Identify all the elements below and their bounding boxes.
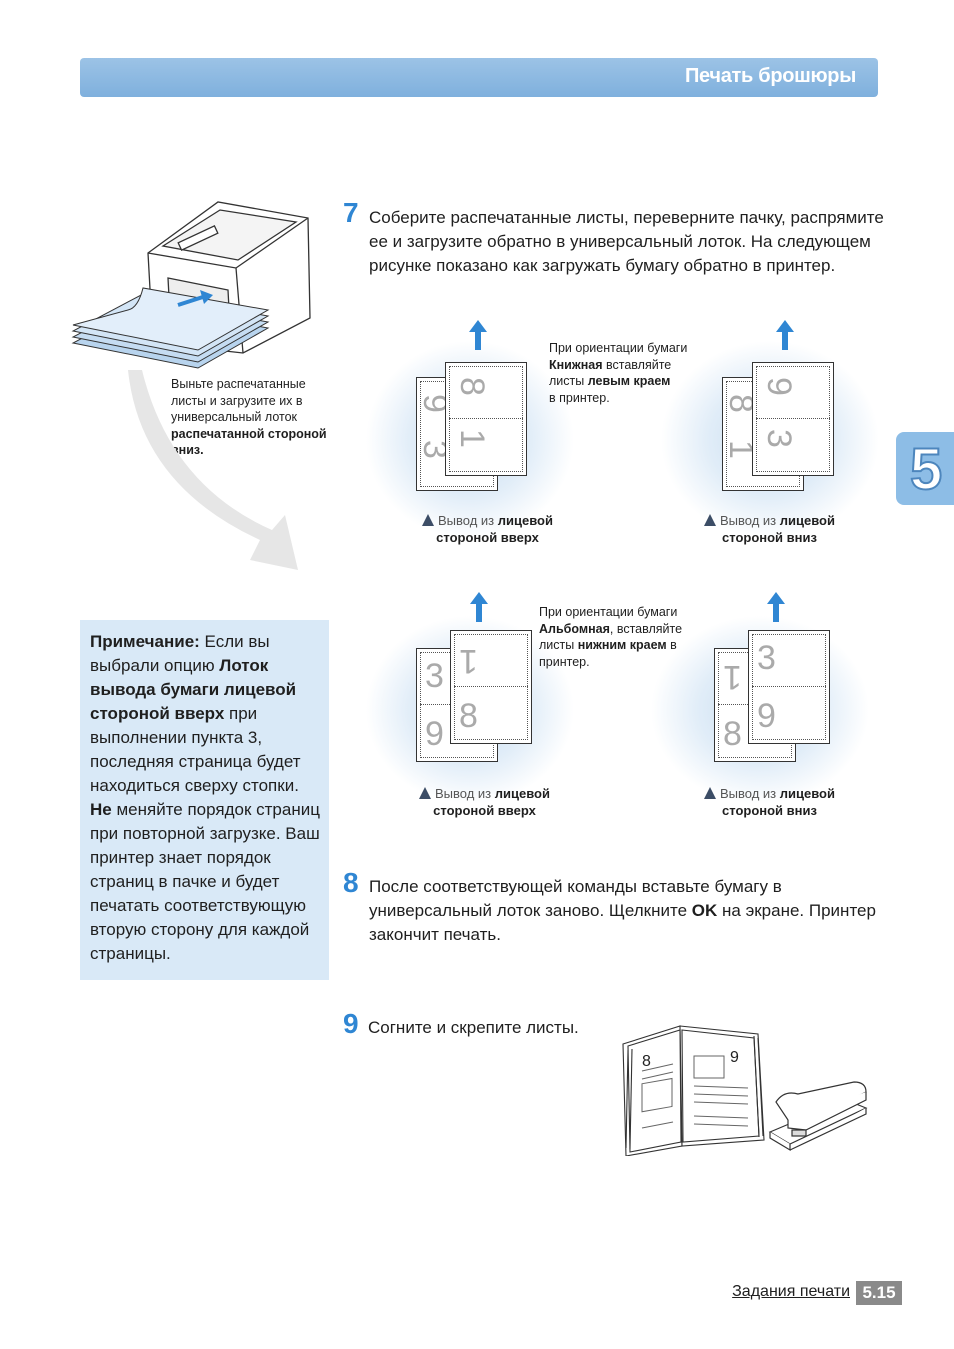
step-8-line: После соответствующей команды вставьте б… bbox=[369, 877, 782, 896]
caption-line: Выньте распечатанные bbox=[171, 377, 306, 391]
arrow-up-icon bbox=[470, 592, 488, 622]
page-digit: 8 bbox=[452, 377, 491, 396]
front-sheet: 8 1 bbox=[445, 362, 527, 476]
note-bold: Лоток вывода бумаги лицевой стороной вве… bbox=[90, 656, 297, 723]
front-sheet: 1 8 bbox=[450, 630, 532, 744]
ok-label: OK bbox=[691, 901, 718, 920]
note-title: Примечание: bbox=[90, 632, 200, 651]
note-text: Примечание: Если вы выбрали опцию Лоток … bbox=[90, 630, 322, 966]
page-digit: 3 bbox=[759, 429, 798, 448]
caption-line: При ориентации бумаги bbox=[539, 605, 678, 619]
front-sheet: 3 9 bbox=[748, 630, 830, 744]
label-bold: стороной вверх bbox=[436, 530, 539, 545]
label-text: Вывод из bbox=[720, 786, 780, 801]
page-digit: 9 bbox=[757, 697, 776, 735]
caption-line-bold: вниз. bbox=[171, 443, 204, 457]
page-digit: 8 bbox=[723, 715, 742, 753]
label-bold: стороной вниз bbox=[722, 530, 817, 545]
step-8-text: После соответствующей команды вставьте б… bbox=[369, 875, 899, 947]
front-sheet: 9 3 bbox=[752, 362, 834, 476]
step-8-number: 8 bbox=[343, 867, 359, 898]
printer-illustration bbox=[71, 201, 311, 369]
chapter-number: 5 bbox=[909, 436, 943, 503]
step-8-span: универсальный лоток заново. Щелкните bbox=[369, 901, 692, 920]
step-7-line: рисунке показано как загружать бумагу об… bbox=[369, 256, 836, 275]
booklet-page-left: 8 bbox=[642, 1053, 651, 1070]
tray-label-face-up: Вывод из лицевой стороной вверх bbox=[412, 785, 557, 819]
step-9-number: 9 bbox=[343, 1008, 359, 1039]
page-digit: 1 bbox=[723, 658, 742, 696]
page-digit: 3 bbox=[425, 657, 444, 695]
curved-arrow-icon bbox=[128, 370, 298, 570]
tray-label-face-down: Вывод из лицевой стороной вниз bbox=[697, 512, 842, 546]
booklet-illustration: 8 9 bbox=[622, 1025, 765, 1156]
landscape-caption: При ориентации бумаги Альбомная, вставля… bbox=[539, 604, 704, 670]
caption-line-bold: распечатанной стороной bbox=[171, 426, 327, 441]
step-7-line: Соберите распечатанные листы, перевернит… bbox=[369, 208, 884, 227]
caption-line: в принтер. bbox=[549, 390, 610, 405]
step-9-text: Согните и скрепите листы. bbox=[368, 1018, 579, 1037]
page-number-badge: 5.15 bbox=[856, 1281, 902, 1305]
step-7-number: 7 bbox=[343, 197, 359, 228]
label-bold: стороной вверх bbox=[433, 803, 536, 818]
tray-label-face-down: Вывод из лицевой стороной вниз bbox=[697, 785, 842, 819]
arrow-up-icon bbox=[776, 320, 794, 350]
note-span: Если вы выбрали опцию bbox=[90, 632, 270, 675]
caption-line: При ориентации бумаги bbox=[549, 341, 688, 355]
portrait-caption: При ориентации бумаги Книжная вставляйте… bbox=[549, 340, 709, 406]
caption-line: универсальный лоток bbox=[171, 410, 298, 424]
printer-caption: Выньте распечатанные листы и загрузите и… bbox=[171, 376, 341, 459]
arrow-up-icon bbox=[469, 320, 487, 350]
label-text: Вывод из bbox=[438, 513, 498, 528]
caption-text: , вставляйте bbox=[609, 621, 683, 636]
page-digit: 9 bbox=[759, 377, 798, 396]
booklet-page-right: 9 bbox=[730, 1049, 739, 1066]
caption-line: листы и загрузите их в bbox=[171, 393, 303, 408]
header-bar: Печать брошюры bbox=[80, 58, 878, 97]
page-digit: 8 bbox=[459, 697, 478, 735]
caption-bold: Книжная bbox=[549, 357, 603, 372]
caption-text: листы bbox=[549, 374, 588, 388]
label-bold: лицевой bbox=[494, 786, 550, 801]
caption-bold: левым краем bbox=[587, 374, 671, 388]
caption-text: в bbox=[666, 638, 677, 652]
page-digit: 1 bbox=[459, 642, 478, 680]
caption-bold: нижним краем bbox=[577, 638, 667, 652]
label-bold: лицевой bbox=[779, 786, 835, 801]
step-8-line: закончит печать. bbox=[369, 925, 501, 944]
caption-text: вставляйте bbox=[602, 357, 672, 372]
tray-label-face-up: Вывод из лицевой стороной вверх bbox=[415, 512, 560, 546]
label-bold: лицевой bbox=[497, 513, 553, 528]
footer-section-label: Задания печати bbox=[732, 1283, 850, 1300]
label-bold: стороной вниз bbox=[722, 803, 817, 818]
stapler-icon bbox=[768, 1081, 868, 1152]
note-bold: Не bbox=[90, 800, 112, 819]
page-digit: 1 bbox=[452, 429, 491, 448]
note-box: Примечание: Если вы выбрали опцию Лоток … bbox=[80, 620, 329, 980]
label-bold: лицевой bbox=[779, 513, 835, 528]
page-digit: 3 bbox=[757, 639, 776, 677]
label-text: Вывод из bbox=[435, 786, 495, 801]
note-span: меняйте порядок страниц при повторной за… bbox=[90, 800, 320, 963]
page-title: Печать брошюры bbox=[684, 65, 856, 87]
caption-text: листы bbox=[539, 638, 578, 652]
arrow-up-icon bbox=[767, 592, 785, 622]
label-text: Вывод из bbox=[720, 513, 780, 528]
caption-line: принтер. bbox=[539, 654, 590, 669]
page-digit: 9 bbox=[425, 715, 444, 753]
step-8-span: на экране. Принтер bbox=[717, 901, 876, 920]
step-7-line: ее и загрузите обратно в универсальный л… bbox=[369, 232, 871, 251]
caption-bold: Альбомная bbox=[539, 621, 610, 636]
step-7-text: Соберите распечатанные листы, перевернит… bbox=[369, 206, 899, 278]
chapter-tab: 5 bbox=[896, 432, 954, 505]
note-span: при выполнении пункта 3, последняя стран… bbox=[90, 704, 301, 795]
